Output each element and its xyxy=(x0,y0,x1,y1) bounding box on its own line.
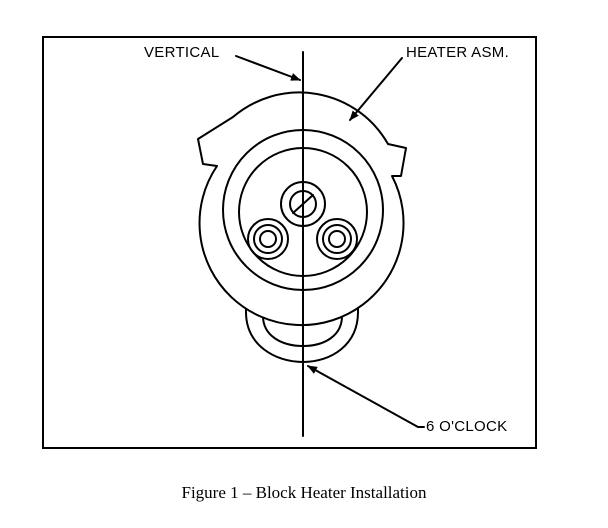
left-terminal-pin xyxy=(259,230,277,248)
heater-asm-label: HEATER ASM. xyxy=(406,44,510,61)
vertical-label: VERTICAL xyxy=(144,44,220,61)
right-terminal-outer xyxy=(316,218,358,260)
left-terminal-mid xyxy=(253,224,283,254)
six-oclock-label: 6 O'CLOCK xyxy=(426,418,508,435)
heater-asm-leader-arrow xyxy=(349,57,403,121)
six-oclock-leader-arrow xyxy=(307,365,425,428)
left-terminal-outer xyxy=(247,218,289,260)
figure-caption: Figure 1 – Block Heater Installation xyxy=(181,483,427,502)
vertical-leader-arrow xyxy=(235,55,301,81)
right-terminal-mid xyxy=(322,224,352,254)
figure-frame xyxy=(42,36,537,449)
right-terminal-pin xyxy=(328,230,346,248)
